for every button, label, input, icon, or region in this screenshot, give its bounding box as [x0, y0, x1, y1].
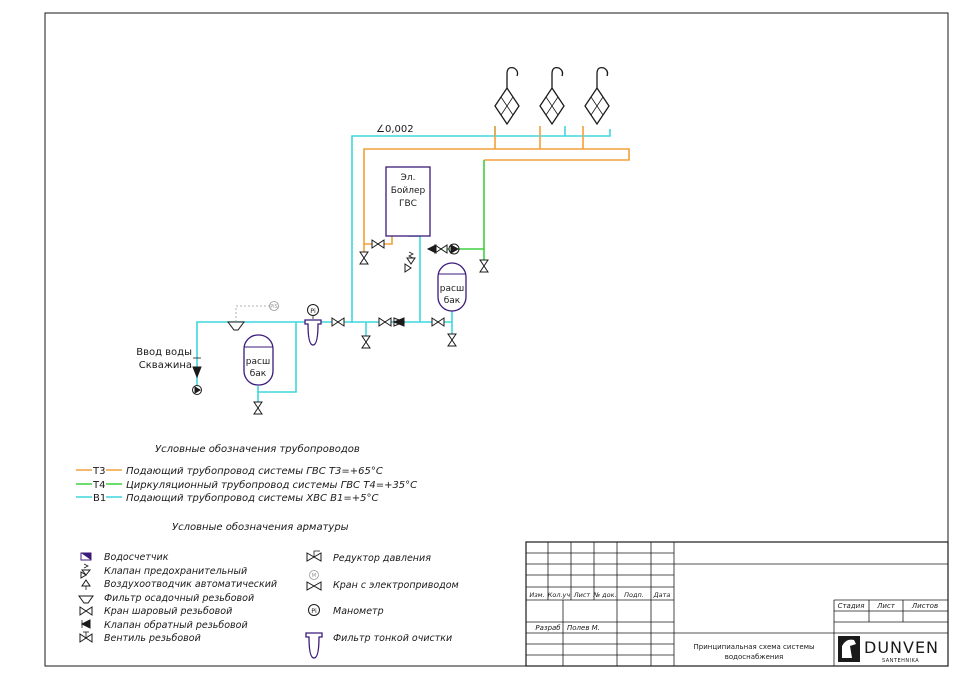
drawing-title: Принципиальная схема системы [694, 643, 815, 651]
water-meter-icon [80, 552, 92, 561]
svg-text:Полев М.: Полев М. [567, 624, 600, 632]
svg-text:Вентиль резьбовой: Вентиль резьбовой [104, 633, 201, 644]
svg-text:Манометр: Манометр [333, 606, 384, 617]
svg-text:ГВС: ГВС [399, 199, 417, 209]
svg-text:Т3: Т3 [92, 466, 105, 477]
inlet-source: Скважина [139, 360, 192, 371]
svg-text:№ док.: № док. [592, 591, 616, 599]
svg-text:Эл.: Эл. [401, 173, 416, 183]
svg-text:Лист: Лист [573, 591, 591, 599]
electric-boiler: Эл. Бойлер ГВС [385, 166, 431, 237]
svg-text:Изм.: Изм. [529, 591, 544, 599]
fittings-legend-title: Условные обозначения арматуры [172, 521, 349, 533]
svg-text:бак: бак [444, 296, 461, 306]
svg-text:Бойлер: Бойлер [391, 186, 426, 196]
svg-text:Pi: Pi [310, 307, 316, 315]
inlet-label: Ввод воды [136, 347, 192, 358]
svg-text:Воздухоотводчик автоматический: Воздухоотводчик автоматический [104, 579, 277, 590]
fittings-legend-left: Водосчетчик Клапан предохранительный Воз… [78, 552, 277, 644]
check-valve-icon [80, 619, 91, 629]
threaded-valve-icon [79, 631, 93, 643]
pipe-legend-title: Условные обозначения трубопроводов [155, 443, 360, 455]
svg-text:В1: В1 [93, 493, 106, 504]
air-vent-icon [81, 579, 91, 590]
svg-text:Кран шаровый резьбовой: Кран шаровый резьбовой [104, 606, 232, 617]
svg-text:Клапан обратный резьбовой: Клапан обратный резьбовой [104, 620, 248, 631]
svg-text:Фильтр тонкой очистки: Фильтр тонкой очистки [333, 633, 452, 644]
svg-text:Кран с электроприводом: Кран с электроприводом [333, 580, 459, 591]
svg-text:Лист: Лист [876, 602, 896, 610]
safety-valve-icon [80, 563, 92, 579]
manometer-icon: Pi [308, 604, 320, 616]
svg-text:SANTEHNIKA: SANTEHNIKA [882, 658, 919, 664]
mixer-fixtures [494, 66, 610, 126]
svg-text:расш: расш [246, 357, 270, 367]
svg-text:Клапан предохранительный: Клапан предохранительный [104, 566, 247, 577]
svg-text:PiS: PiS [270, 304, 277, 310]
svg-text:Подающий трубопровод системы Г: Подающий трубопровод системы ГВС Т3=+65°… [126, 465, 383, 477]
svg-text:Фильтр осадочный резьбовой: Фильтр осадочный резьбовой [104, 593, 254, 604]
svg-text:Разраб: Разраб [535, 624, 561, 632]
pressure-reducer-icon [306, 550, 322, 562]
expansion-tank-left: расш бак [243, 334, 274, 386]
motorized-valve-icon: M [306, 570, 322, 591]
svg-text:Подающий трубопровод системы Х: Подающий трубопровод системы ХВС В1=+5°С [126, 492, 378, 504]
expansion-tank-right: расш бак [437, 262, 467, 312]
fittings-legend-right: Редуктор давления M Кран с электропривод… [305, 550, 459, 659]
svg-text:Циркуляционный трубопровод сис: Циркуляционный трубопровод системы ГВС Т… [126, 479, 417, 491]
svg-text:Редуктор давления: Редуктор давления [333, 553, 431, 564]
svg-text:Pi: Pi [311, 607, 317, 615]
svg-text:Кол.уч: Кол.уч [548, 591, 571, 599]
svg-text:Т4: Т4 [92, 480, 105, 491]
dunven-logo: DUNVEN SANTEHNIKA [838, 636, 939, 664]
scheme-valves: Pi PiS [192, 239, 489, 415]
sheet-frame [44, 12, 949, 667]
svg-text:Подп.: Подп. [624, 591, 644, 599]
svg-text:DUNVEN: DUNVEN [864, 638, 939, 657]
ball-valve-icon [79, 606, 93, 616]
svg-text:Стадия: Стадия [838, 602, 865, 610]
svg-text:Водосчетчик: Водосчетчик [104, 552, 169, 563]
slope-label: ∠0,002 [376, 124, 414, 135]
svg-text:расш: расш [440, 284, 464, 294]
svg-text:M: M [312, 573, 317, 579]
title-block: Изм. Кол.уч Лист № док. Подп. Дата Разра… [525, 541, 949, 667]
svg-text:Листов: Листов [911, 602, 938, 610]
pipe-legend: Т3 Подающий трубопровод системы ГВС Т3=+… [76, 465, 417, 504]
hot-water-pipes [363, 126, 630, 252]
drawing-title-2: водоснабжения [725, 653, 784, 661]
svg-text:Дата: Дата [653, 591, 671, 599]
svg-text:бак: бак [250, 369, 267, 379]
fine-filter-icon [305, 632, 323, 659]
sediment-filter-icon [78, 595, 94, 604]
